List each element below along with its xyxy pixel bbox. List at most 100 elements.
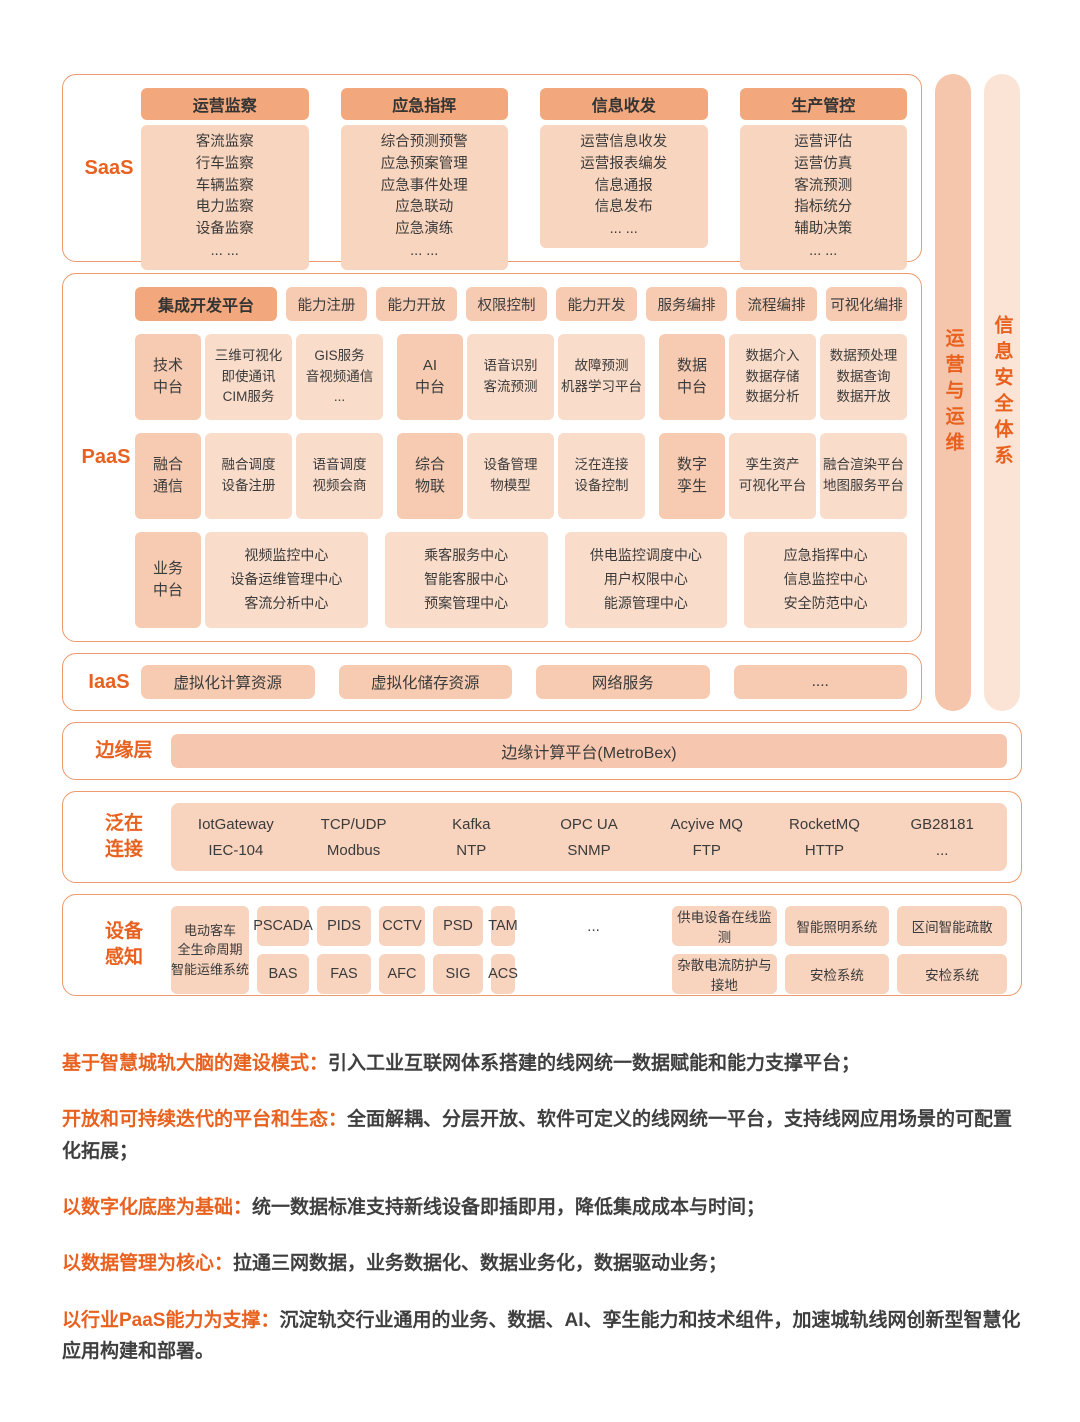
note-lead: 以数据管理为核心： bbox=[62, 1253, 234, 1275]
fusion-sub-box: 语音调度 视频会商 bbox=[296, 433, 383, 519]
saas-card-title: 运营监察 bbox=[141, 88, 309, 120]
protocol-item: OPC UA bbox=[560, 815, 618, 833]
protocol-item: Modbus bbox=[326, 841, 381, 859]
note-lead: 以行业PaaS能力为支撑： bbox=[62, 1309, 280, 1331]
protocol-row-2: IEC-104 Modbus NTP SNMP FTP HTTP ... bbox=[177, 842, 1001, 859]
fusion-platform-row: 融合 通信 融合调度 设备注册 语音调度 视频会商 综合 物联 设备管理 物模型… bbox=[135, 433, 907, 519]
capability-pill: 能力开放 bbox=[376, 287, 457, 321]
device-grid-spacer bbox=[523, 954, 664, 994]
tech-sub-box: GIS服务 音视频通信 ... bbox=[296, 334, 383, 420]
saas-card-production-control: 生产管控 运营评估 运营仿真 客流预测 指标统分 辅助决策 ... ... bbox=[739, 88, 907, 270]
paas-layer-label: PaaS bbox=[81, 446, 131, 468]
connection-layer-section: 泛在 连接 IotGateway TCP/UDP Kafka OPC UA Ac… bbox=[62, 791, 1022, 883]
device-layer-label: 设备 感知 bbox=[104, 921, 143, 968]
capability-pill: 流程编排 bbox=[736, 287, 817, 321]
note-lead: 开放和可持续迭代的平台和生态： bbox=[62, 1109, 348, 1131]
saas-card-info-dispatch: 信息收发 运营信息收发 运营报表编发 信息通报 信息发布 ... ... bbox=[540, 88, 708, 248]
ops-maintenance-label: 运营与运维 bbox=[942, 327, 964, 458]
tech-platform-boxes: 三维可视化 即使通讯 CIM服务 GIS服务 音视频通信 ... bbox=[205, 334, 383, 420]
capability-pill: 可视化编排 bbox=[826, 287, 907, 321]
device-box: AFC bbox=[379, 954, 425, 994]
digital-twin-boxes: 孪生资产 可视化平台 融合渲染平台 地图服务平台 bbox=[729, 433, 907, 519]
iot-sub-box: 泛在连接 设备控制 bbox=[558, 433, 645, 519]
iaas-resource-box: 虚拟化储存资源 bbox=[338, 665, 512, 699]
business-boxes: 视频监控中心 设备运维管理中心 客流分析中心 乘客服务中心 智能客服中心 预案管… bbox=[205, 532, 907, 628]
protocol-item: SNMP bbox=[567, 841, 611, 859]
iot-label: 综合 物联 bbox=[397, 433, 463, 519]
iot-group: 综合 物联 设备管理 物模型 泛在连接 设备控制 bbox=[397, 433, 645, 519]
data-sub-box: 数据预处理 数据查询 数据开放 bbox=[820, 334, 907, 420]
tech-platform-label: 技术 中台 bbox=[135, 334, 201, 420]
iaas-resource-box: 网络服务 bbox=[536, 665, 710, 699]
device-box: SIG bbox=[433, 954, 483, 994]
note-paragraph: 开放和可持续迭代的平台和生态：全面解耦、分层开放、软件可定义的线网统一平台，支持… bbox=[62, 1104, 1024, 1167]
device-box: CCTV bbox=[379, 906, 425, 946]
note-text: 拉通三网数据，业务数据化、数据业务化，数据驱动业务； bbox=[233, 1253, 728, 1275]
note-lead: 以数字化底座为基础： bbox=[62, 1197, 253, 1219]
fusion-sub-box: 融合调度 设备注册 bbox=[205, 433, 292, 519]
saas-section: SaaS 运营监察 客流监察 行车监察 车辆监察 电力监察 设备监察 ... .… bbox=[62, 74, 922, 270]
device-ev-lifecycle-box: 电动客车 全生命周期 智能运维系统 bbox=[171, 906, 249, 994]
device-system-box: 安检系统 bbox=[784, 954, 890, 994]
data-platform-group: 数据 中台 数据介入 数据存储 数据分析 数据预处理 数据查询 数据开放 bbox=[659, 334, 907, 420]
tech-platform-group: 技术 中台 三维可视化 即使通讯 CIM服务 GIS服务 音视频通信 ... bbox=[135, 334, 383, 420]
capability-pill: 服务编排 bbox=[646, 287, 727, 321]
protocol-item: ... bbox=[935, 841, 949, 859]
saas-card-items: 客流监察 行车监察 车辆监察 电力监察 设备监察 ... ... bbox=[141, 125, 309, 270]
note-text: 沉淀轨交行业通用的业务、数据、AI、孪生能力和技术组件，加速城轨线网创新型智慧化… bbox=[62, 1309, 1021, 1363]
integration-platform-title: 集成开发平台 bbox=[135, 287, 277, 321]
saas-card-items: 运营信息收发 运营报表编发 信息通报 信息发布 ... ... bbox=[540, 125, 708, 248]
protocol-item: NTP bbox=[456, 841, 487, 859]
security-system-label: 信息安全体系 bbox=[991, 314, 1013, 471]
protocol-item: FTP bbox=[692, 841, 721, 859]
device-layer-section: 设备 感知 PSCADA PIDS CCTV PSD TAM ... 供电设备在… bbox=[62, 894, 1022, 996]
note-paragraph: 基于智慧城轨大脑的建设模式：引入工业互联网体系搭建的线网统一数据赋能和能力支撑平… bbox=[62, 1048, 1024, 1079]
device-box: PIDS bbox=[317, 906, 371, 946]
ai-platform-group: AI 中台 语音识别 客流预测 故障预测 机器学习平台 bbox=[397, 334, 645, 420]
edge-layer-section: 边缘层 边缘计算平台(MetroBex) bbox=[62, 722, 1022, 780]
paas-section: PaaS 集成开发平台 能力注册 能力开放 权限控制 能力开发 服务编排 流程编… bbox=[62, 273, 922, 642]
device-box: PSD bbox=[433, 906, 483, 946]
iaas-section: IaaS 虚拟化计算资源 虚拟化储存资源 网络服务 .... bbox=[62, 653, 922, 711]
protocol-row-1: IotGateway TCP/UDP Kafka OPC UA Acyive M… bbox=[177, 816, 1001, 833]
data-platform-label: 数据 中台 bbox=[659, 334, 725, 420]
device-system-box: 区间智能疏散 bbox=[897, 906, 1007, 946]
tech-middle-platform-row: 技术 中台 三维可视化 即使通讯 CIM服务 GIS服务 音视频通信 ... A… bbox=[135, 334, 907, 420]
iot-boxes: 设备管理 物模型 泛在连接 设备控制 bbox=[467, 433, 645, 519]
ai-sub-box: 故障预测 机器学习平台 bbox=[558, 334, 645, 420]
device-system-box: 杂散电流防护与接地 bbox=[672, 954, 777, 994]
business-platform-label: 业务 中台 bbox=[135, 532, 201, 628]
protocol-item: IotGateway bbox=[197, 815, 274, 833]
fusion-comm-group: 融合 通信 融合调度 设备注册 语音调度 视频会商 bbox=[135, 433, 383, 519]
main-layer-column: SaaS 运营监察 客流监察 行车监察 车辆监察 电力监察 设备监察 ... .… bbox=[62, 74, 922, 711]
twin-sub-box: 孪生资产 可视化平台 bbox=[729, 433, 816, 519]
business-center-box: 供电监控调度中心 用户权限中心 能源管理中心 bbox=[564, 532, 728, 628]
device-system-box: 智能照明系统 bbox=[784, 906, 890, 946]
saas-card-title: 生产管控 bbox=[739, 88, 907, 120]
note-text: 全面解耦、分层开放、软件可定义的线网统一平台，支持线网应用场景的可配置化拓展； bbox=[62, 1109, 1013, 1162]
saas-card-title: 应急指挥 bbox=[340, 88, 508, 120]
saas-card-items: 运营评估 运营仿真 客流预测 指标统分 辅助决策 ... ... bbox=[739, 125, 907, 270]
capability-pill: 能力开发 bbox=[556, 287, 637, 321]
data-platform-boxes: 数据介入 数据存储 数据分析 数据预处理 数据查询 数据开放 bbox=[729, 334, 907, 420]
note-paragraph: 以行业PaaS能力为支撑：沉淀轨交行业通用的业务、数据、AI、孪生能力和技术组件… bbox=[62, 1305, 1024, 1368]
fusion-comm-boxes: 融合调度 设备注册 语音调度 视频会商 bbox=[205, 433, 383, 519]
iot-sub-box: 设备管理 物模型 bbox=[467, 433, 554, 519]
saas-card-items: 综合预测预警 应急预案管理 应急事件处理 应急联动 应急演练 ... ... bbox=[340, 125, 508, 270]
device-box: TAM bbox=[488, 906, 518, 946]
top-layers-wrap: SaaS 运营监察 客流监察 行车监察 车辆监察 电力监察 设备监察 ... .… bbox=[62, 74, 1022, 711]
ai-sub-box: 语音识别 客流预测 bbox=[467, 334, 554, 420]
saas-card-operation-monitor: 运营监察 客流监察 行车监察 车辆监察 电力监察 设备监察 ... ... bbox=[141, 88, 309, 270]
fusion-comm-label: 融合 通信 bbox=[135, 433, 201, 519]
device-box: PSCADA bbox=[253, 906, 313, 946]
saas-card-title: 信息收发 bbox=[540, 88, 708, 120]
protocol-box: IotGateway TCP/UDP Kafka OPC UA Acyive M… bbox=[171, 803, 1007, 871]
protocol-item: TCP/UDP bbox=[320, 815, 387, 833]
digital-twin-group: 数字 孪生 孪生资产 可视化平台 融合渲染平台 地图服务平台 bbox=[659, 433, 907, 519]
saas-cards: 运营监察 客流监察 行车监察 车辆监察 电力监察 设备监察 ... ... 应急… bbox=[141, 88, 907, 270]
note-paragraph: 以数据管理为核心：拉通三网数据，业务数据化、数据业务化，数据驱动业务； bbox=[62, 1248, 1024, 1279]
ai-platform-label: AI 中台 bbox=[397, 334, 463, 420]
ops-maintenance-sidebar: 运营与运维 bbox=[935, 74, 971, 711]
device-box: ACS bbox=[488, 954, 518, 994]
